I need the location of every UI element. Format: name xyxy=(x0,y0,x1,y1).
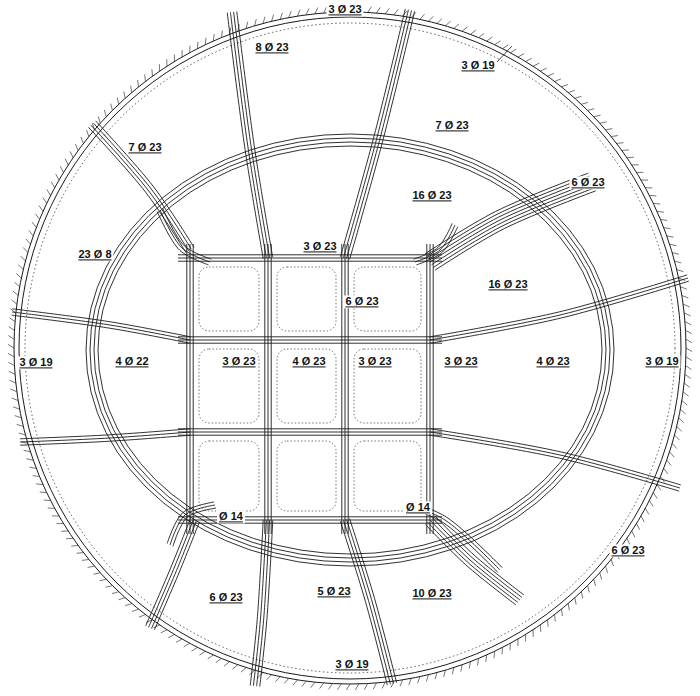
bar-callout: 6 Ø 23 xyxy=(609,544,646,557)
bar-callout: 23 Ø 8 xyxy=(76,248,113,261)
bar-callout: 3 Ø 19 xyxy=(333,658,370,671)
bar-callout: 8 Ø 23 xyxy=(253,41,290,54)
bar-callout: 4 Ø 22 xyxy=(113,355,150,368)
bar-callout: 4 Ø 23 xyxy=(534,355,571,368)
bar-callout: 3 Ø 23 xyxy=(442,355,479,368)
leader-line xyxy=(497,46,512,62)
bar-callout: 16 Ø 23 xyxy=(410,189,453,202)
outer-ring xyxy=(14,12,686,684)
ring-bar xyxy=(90,138,610,562)
bar-callout: 10 Ø 23 xyxy=(410,587,453,600)
bar-callout: Ø 14 xyxy=(404,501,432,514)
bar-callout: 6 Ø 23 xyxy=(343,295,380,308)
bar-callout: 6 Ø 23 xyxy=(569,176,606,189)
bar-callout: 3 Ø 19 xyxy=(643,355,680,368)
cell-outlines xyxy=(199,267,421,511)
bar-callout: Ø 14 xyxy=(217,510,245,523)
bar-callout: 5 Ø 23 xyxy=(315,585,352,598)
bar-callout: 3 Ø 23 xyxy=(220,355,257,368)
bar-callout: 4 Ø 23 xyxy=(290,355,327,368)
bar-callout: 3 Ø 23 xyxy=(301,240,338,253)
bar-callout: 7 Ø 23 xyxy=(126,141,163,154)
outer-hatch xyxy=(8,6,692,690)
bar-callout: 7 Ø 23 xyxy=(433,119,470,132)
bar-bundles xyxy=(12,9,689,687)
bar-callout: 3 Ø 19 xyxy=(459,59,496,72)
bar-callout: 3 Ø 23 xyxy=(326,3,363,16)
bar-callout: 3 Ø 23 xyxy=(356,355,393,368)
ring-bar xyxy=(98,146,602,554)
outer-ring xyxy=(19,17,681,679)
ring-bar xyxy=(94,142,606,558)
bar-callout: 6 Ø 23 xyxy=(207,591,244,604)
ring-bar xyxy=(86,134,614,566)
bar-callout: 3 Ø 19 xyxy=(17,356,54,369)
outer-dotted xyxy=(25,23,675,673)
bar-callout: 16 Ø 23 xyxy=(486,278,529,291)
